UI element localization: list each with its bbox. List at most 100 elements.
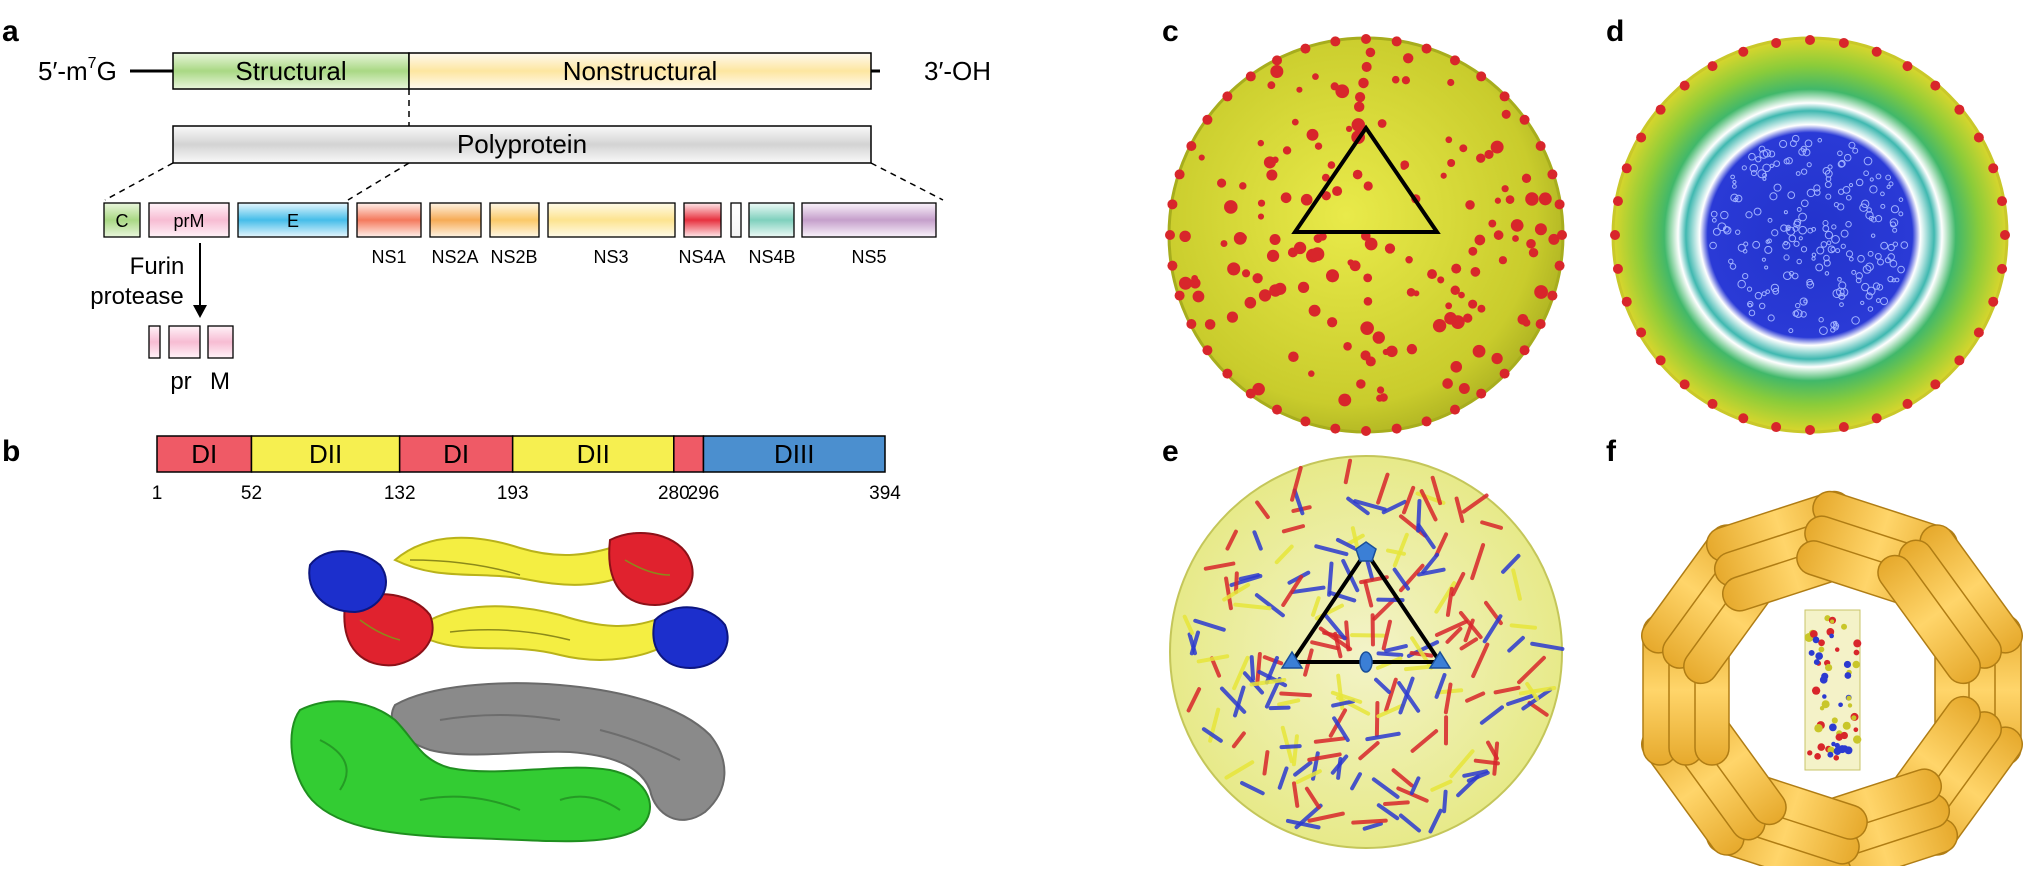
rim-spike bbox=[1186, 319, 1196, 329]
panel-label-b: b bbox=[2, 435, 20, 468]
spike-mark bbox=[1266, 170, 1277, 181]
expansion-line-right bbox=[871, 163, 943, 200]
spike-mark bbox=[1298, 282, 1309, 293]
spike-mark bbox=[1405, 256, 1412, 263]
protein-NS4A-label: NS4A bbox=[678, 247, 725, 267]
spike-mark bbox=[1450, 361, 1462, 373]
virion-cross-section bbox=[1613, 38, 2007, 432]
rim-spike bbox=[1536, 141, 1546, 151]
rim-spike bbox=[1954, 105, 1964, 115]
spike-mark bbox=[1494, 230, 1504, 240]
spike-mark bbox=[1476, 153, 1485, 162]
rim-spike bbox=[1520, 115, 1530, 125]
raft-mark bbox=[1853, 735, 1861, 743]
spike-mark bbox=[1227, 312, 1238, 323]
furin-label-line1: Furin bbox=[130, 253, 185, 280]
rim-spike bbox=[1636, 328, 1646, 338]
rim-spike bbox=[1636, 133, 1646, 143]
spike-mark bbox=[1338, 394, 1351, 407]
panel-f: f bbox=[1606, 435, 2028, 866]
twofold-axis-icon bbox=[1360, 652, 1372, 672]
spike-mark bbox=[1191, 275, 1198, 282]
protein-NS1-label: NS1 bbox=[371, 247, 406, 267]
spike-mark bbox=[1308, 370, 1315, 377]
panel-label-d: d bbox=[1606, 15, 1624, 48]
spike-mark bbox=[1400, 160, 1409, 169]
domain-tick-label: 296 bbox=[688, 483, 720, 504]
spike-mark bbox=[1296, 87, 1302, 93]
spike-mark bbox=[1473, 345, 1486, 358]
rim-spike bbox=[1872, 47, 1882, 57]
spike-mark bbox=[1539, 192, 1552, 205]
spike-mark bbox=[1283, 146, 1291, 154]
spike-mark bbox=[1312, 73, 1319, 80]
rim-spike bbox=[1613, 264, 1623, 274]
polyprotein-label: Polyprotein bbox=[457, 129, 587, 159]
spike-mark bbox=[1441, 173, 1447, 179]
spike-mark bbox=[1475, 235, 1486, 246]
rim-spike bbox=[1656, 355, 1666, 365]
spike-mark bbox=[1292, 119, 1299, 126]
panel-c: c bbox=[1162, 15, 1567, 436]
domain-tick-label: 193 bbox=[497, 483, 529, 504]
spike-mark bbox=[1193, 291, 1205, 303]
ribbon-mark bbox=[1252, 657, 1253, 679]
structural-label: Structural bbox=[235, 56, 346, 86]
domain-label: DII bbox=[577, 439, 610, 469]
raft-mark bbox=[1829, 724, 1837, 732]
peptide-2K bbox=[731, 203, 741, 237]
raft-mark bbox=[1848, 703, 1852, 707]
spike-mark bbox=[1468, 247, 1477, 256]
rim-spike bbox=[1222, 91, 1232, 101]
spike-mark bbox=[1465, 200, 1475, 210]
spike-mark bbox=[1364, 181, 1373, 190]
raft-mark bbox=[1846, 696, 1851, 701]
spike-mark bbox=[1288, 248, 1298, 258]
three-prime-end: 3′-OH bbox=[924, 56, 991, 86]
rim-spike bbox=[1165, 230, 1175, 240]
ribbon-mark bbox=[1444, 792, 1445, 812]
spike-mark bbox=[1270, 65, 1283, 78]
rim-spike bbox=[1547, 291, 1557, 301]
rim-spike bbox=[1222, 369, 1232, 379]
spike-mark bbox=[1199, 154, 1205, 160]
spike-mark bbox=[1267, 250, 1279, 262]
rim-spike bbox=[1175, 169, 1185, 179]
raft-mark bbox=[1830, 619, 1834, 623]
spike-mark bbox=[1258, 200, 1265, 207]
rim-spike bbox=[1555, 199, 1565, 209]
spike-mark bbox=[1447, 79, 1454, 86]
raft-mark bbox=[1845, 672, 1852, 679]
spike-mark bbox=[1242, 269, 1250, 277]
rim-spike bbox=[1422, 416, 1432, 426]
rim-spike bbox=[1330, 36, 1340, 46]
spike-mark bbox=[1272, 156, 1279, 163]
domain-tick-label: 1 bbox=[152, 483, 163, 504]
spike-mark bbox=[1269, 234, 1280, 245]
protein-NS3 bbox=[548, 203, 675, 237]
protein-NS2B bbox=[490, 203, 539, 237]
spike-mark bbox=[1458, 292, 1465, 299]
raft-mark bbox=[1829, 634, 1834, 639]
rim-spike bbox=[1520, 345, 1530, 355]
spike-mark bbox=[1516, 222, 1523, 229]
domain-label: DI bbox=[443, 439, 469, 469]
spike-mark bbox=[1502, 110, 1511, 119]
rim-spike bbox=[1476, 389, 1486, 399]
domain-III-ribbon bbox=[309, 551, 386, 612]
rim-spike bbox=[1500, 369, 1510, 379]
spike-mark bbox=[1392, 76, 1400, 84]
spike-mark bbox=[1468, 300, 1477, 309]
rim-spike bbox=[1708, 399, 1718, 409]
raft-mark bbox=[1822, 700, 1830, 708]
raft-mark bbox=[1827, 752, 1833, 758]
rim-spike bbox=[1622, 297, 1632, 307]
ribbon-mark bbox=[1353, 821, 1386, 823]
raft-mark bbox=[1833, 755, 1839, 761]
rim-spike bbox=[1988, 297, 1998, 307]
spike-mark bbox=[1402, 76, 1410, 84]
spike-mark bbox=[1347, 259, 1353, 265]
panel-label-f: f bbox=[1606, 435, 1617, 468]
